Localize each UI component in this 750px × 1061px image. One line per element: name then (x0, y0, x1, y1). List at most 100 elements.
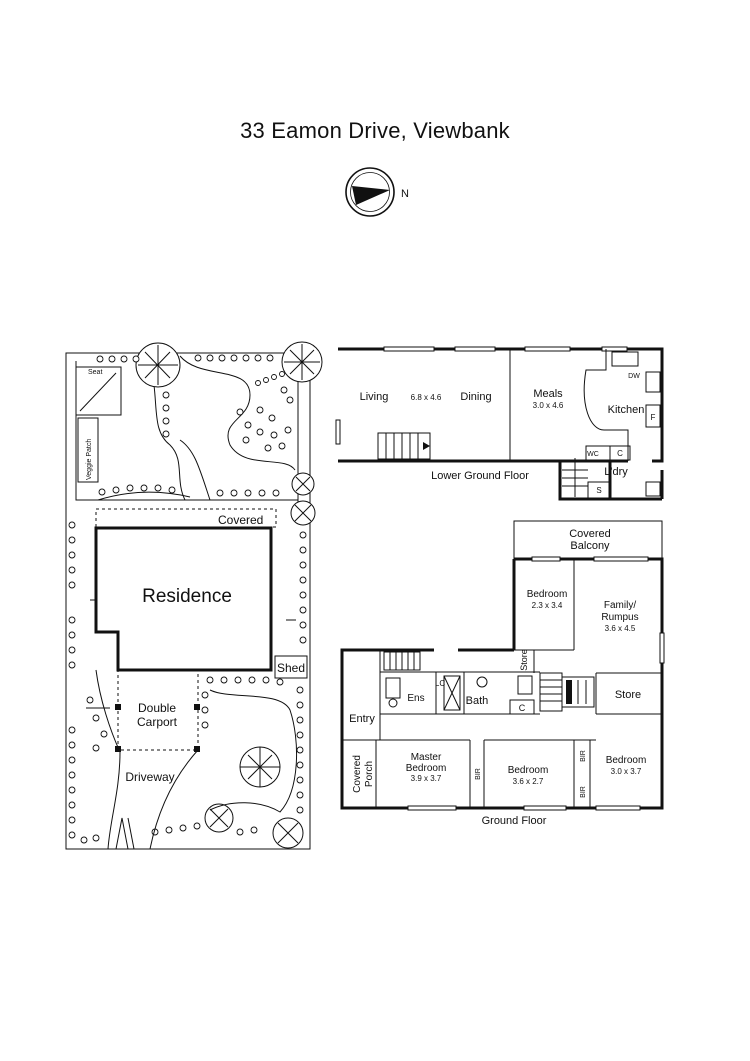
laundry-cupboard-label: C (617, 449, 623, 458)
bath-label: Bath (466, 695, 489, 707)
laundry-appliance (645, 481, 661, 497)
driveway-edge-left (95, 669, 121, 850)
bedroom-mid-label: Bedroom (508, 765, 549, 776)
sink-box (587, 481, 611, 499)
compass: N (345, 167, 409, 217)
driveway-edge-right (149, 749, 199, 850)
window (383, 346, 435, 352)
carport-label-line2: Carport (137, 715, 178, 729)
shrub-cluster (96, 354, 294, 497)
family-label-line1: Family/ (604, 600, 636, 611)
lawn-edge (97, 491, 191, 501)
window (595, 805, 641, 811)
family-size: 3.6 x 4.5 (605, 624, 636, 633)
shed-label: Shed (277, 661, 305, 675)
lower-ground-floor-label: Lower Ground Floor (431, 470, 529, 482)
path-edge-left (149, 364, 186, 501)
laundry-label: L'dry (604, 466, 628, 478)
fridge-label: F (651, 413, 656, 422)
window (593, 556, 649, 562)
bedroom-top-size: 2.3 x 3.4 (532, 601, 563, 610)
stairs (377, 432, 431, 460)
tree-icon (204, 803, 234, 833)
stepping-stone (271, 374, 277, 380)
garden-bed-edge (179, 355, 296, 471)
residence-label: Residence (142, 586, 232, 607)
cooktop-icon (645, 371, 661, 393)
carport-post (115, 746, 121, 752)
window (524, 346, 571, 352)
shrub-cluster (68, 521, 108, 844)
veggie-patch (77, 417, 99, 483)
compass-inner-ring (350, 172, 390, 212)
shrub-cluster (151, 676, 284, 836)
toilet-icon (517, 675, 533, 695)
meals-size: 3.0 x 4.6 (533, 401, 564, 410)
cupboard-box (609, 445, 631, 461)
stepping-stone (263, 377, 269, 383)
basin-icon (388, 698, 398, 708)
bir-label: BIR (580, 786, 587, 798)
bedroom-top-label: Bedroom (527, 589, 568, 600)
lower-ground-floor: Living 6.8 x 4.6 Dining Meals 3.0 x 4.6 … (335, 346, 664, 501)
laundry-sink-label: S (596, 486, 601, 495)
tree-icon (135, 342, 181, 388)
tree-icon (281, 341, 323, 383)
bir-label: BIR (475, 768, 482, 780)
front-lawn-edge (209, 689, 297, 813)
bedroom-right-size: 3.0 x 3.7 (611, 767, 642, 776)
wc-label: WC (587, 451, 599, 458)
compass-arrow-icon (352, 186, 390, 205)
window (531, 556, 561, 562)
family-label-line2: Rumpus (601, 612, 638, 623)
linen-cupboard (509, 699, 535, 715)
living-dining-size: 6.8 x 4.6 (411, 393, 442, 402)
stairs (539, 672, 595, 712)
tree-icon (239, 746, 281, 788)
master-bedroom-label-line2: Bedroom (406, 763, 447, 774)
bedroom-mid-size: 3.6 x 2.7 (513, 777, 544, 786)
carport-post (115, 704, 121, 710)
cupboard-label: C (519, 703, 526, 713)
basin-icon (476, 676, 488, 688)
site-boundary (65, 352, 311, 850)
master-bedroom-size: 3.9 x 3.7 (411, 774, 442, 783)
meals-label: Meals (533, 388, 563, 400)
compass-north-label: N (401, 188, 409, 200)
bir-label: BIR (580, 750, 587, 762)
covered-balcony-label-line1: Covered (569, 528, 611, 540)
covered-label: Covered (218, 513, 263, 527)
toilet-icon (385, 677, 401, 699)
entry-label: Entry (349, 713, 375, 725)
ground-floor: Covered Balcony (340, 520, 665, 827)
sink-icon (611, 351, 639, 367)
store-right-label: Store (615, 689, 641, 701)
stepping-stone (255, 380, 261, 386)
bedroom-right-label: Bedroom (606, 755, 647, 766)
seat-diagonal (79, 372, 117, 412)
driveway-label: Driveway (125, 770, 174, 784)
ground-floor-label: Ground Floor (482, 815, 547, 827)
shrub-cluster (296, 531, 307, 814)
master-bedroom-label-line1: Master (411, 752, 442, 763)
window (407, 805, 457, 811)
carport-post (194, 746, 200, 752)
window (335, 419, 341, 445)
shed (274, 655, 308, 679)
dining-label: Dining (460, 391, 491, 403)
driveway-gate (127, 817, 135, 850)
driveway-gate (115, 817, 129, 850)
seat-area (75, 366, 122, 416)
shower-icon (443, 675, 461, 711)
seat-label: Seat (88, 369, 102, 376)
covered-balcony-label-line2: Balcony (570, 540, 610, 552)
stepping-stone (279, 371, 285, 377)
kitchen-bench (583, 349, 629, 461)
tree-icon (291, 472, 315, 496)
living-label: Living (360, 391, 389, 403)
window (659, 632, 665, 664)
kitchen-label: Kitchen (608, 404, 645, 416)
path-edge-right (179, 439, 211, 501)
store-small-label: Store (519, 649, 529, 671)
tree-icon (272, 817, 304, 849)
